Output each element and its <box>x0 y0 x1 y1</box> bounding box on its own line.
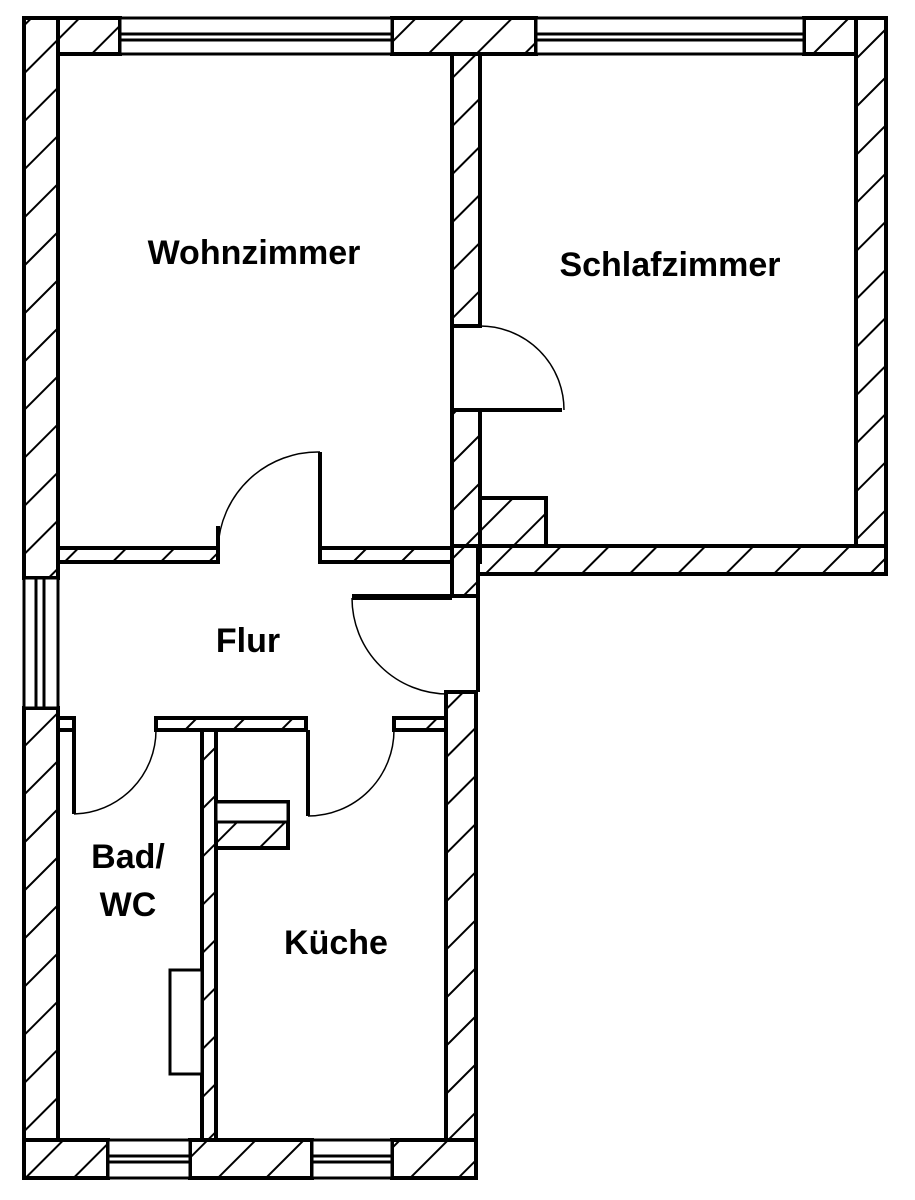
wall-bottom-right <box>390 1138 478 1180</box>
label-bad-line1: Bad/ <box>91 838 165 876</box>
wall-top-mid <box>390 16 538 56</box>
interior-walls <box>56 52 482 1142</box>
windows <box>22 16 806 1180</box>
outer-walls <box>22 16 888 1180</box>
wall-bad-kueche <box>200 728 218 1142</box>
chimney-schlafzimmer <box>478 496 548 548</box>
window-flur <box>22 576 60 710</box>
chimney-kueche <box>214 800 290 850</box>
wall-right-kueche <box>444 690 478 1180</box>
wall-bottom-mid <box>188 1138 314 1180</box>
wall-wohn-flur-left <box>56 546 220 564</box>
wall-flur-kueche-right <box>392 716 448 732</box>
window-wohnzimmer <box>118 16 394 56</box>
wall-bottom-left <box>22 1138 110 1180</box>
label-wohnzimmer: Wohnzimmer <box>148 234 361 272</box>
doors <box>72 325 565 817</box>
wall-left-lower <box>22 706 60 1150</box>
label-kueche: Küche <box>284 924 388 962</box>
window-bad <box>106 1138 192 1180</box>
label-flur: Flur <box>216 622 280 660</box>
label-schlafzimmer: Schlafzimmer <box>559 246 780 284</box>
wall-flur-bad-left <box>56 716 76 732</box>
window-kueche <box>310 1138 394 1180</box>
wall-right <box>854 16 888 576</box>
bathtub <box>168 968 204 1076</box>
wall-wohn-schlaf-lower <box>450 408 482 548</box>
wall-flur-right <box>450 544 480 598</box>
wall-left-upper <box>22 16 60 580</box>
label-bad-line2: WC <box>100 886 157 924</box>
wall-bottom-schlafzimmer <box>476 544 888 576</box>
window-schlafzimmer <box>534 16 806 56</box>
wall-wohn-schlaf-upper <box>450 52 482 328</box>
wall-flur-bad-mid <box>154 716 308 732</box>
